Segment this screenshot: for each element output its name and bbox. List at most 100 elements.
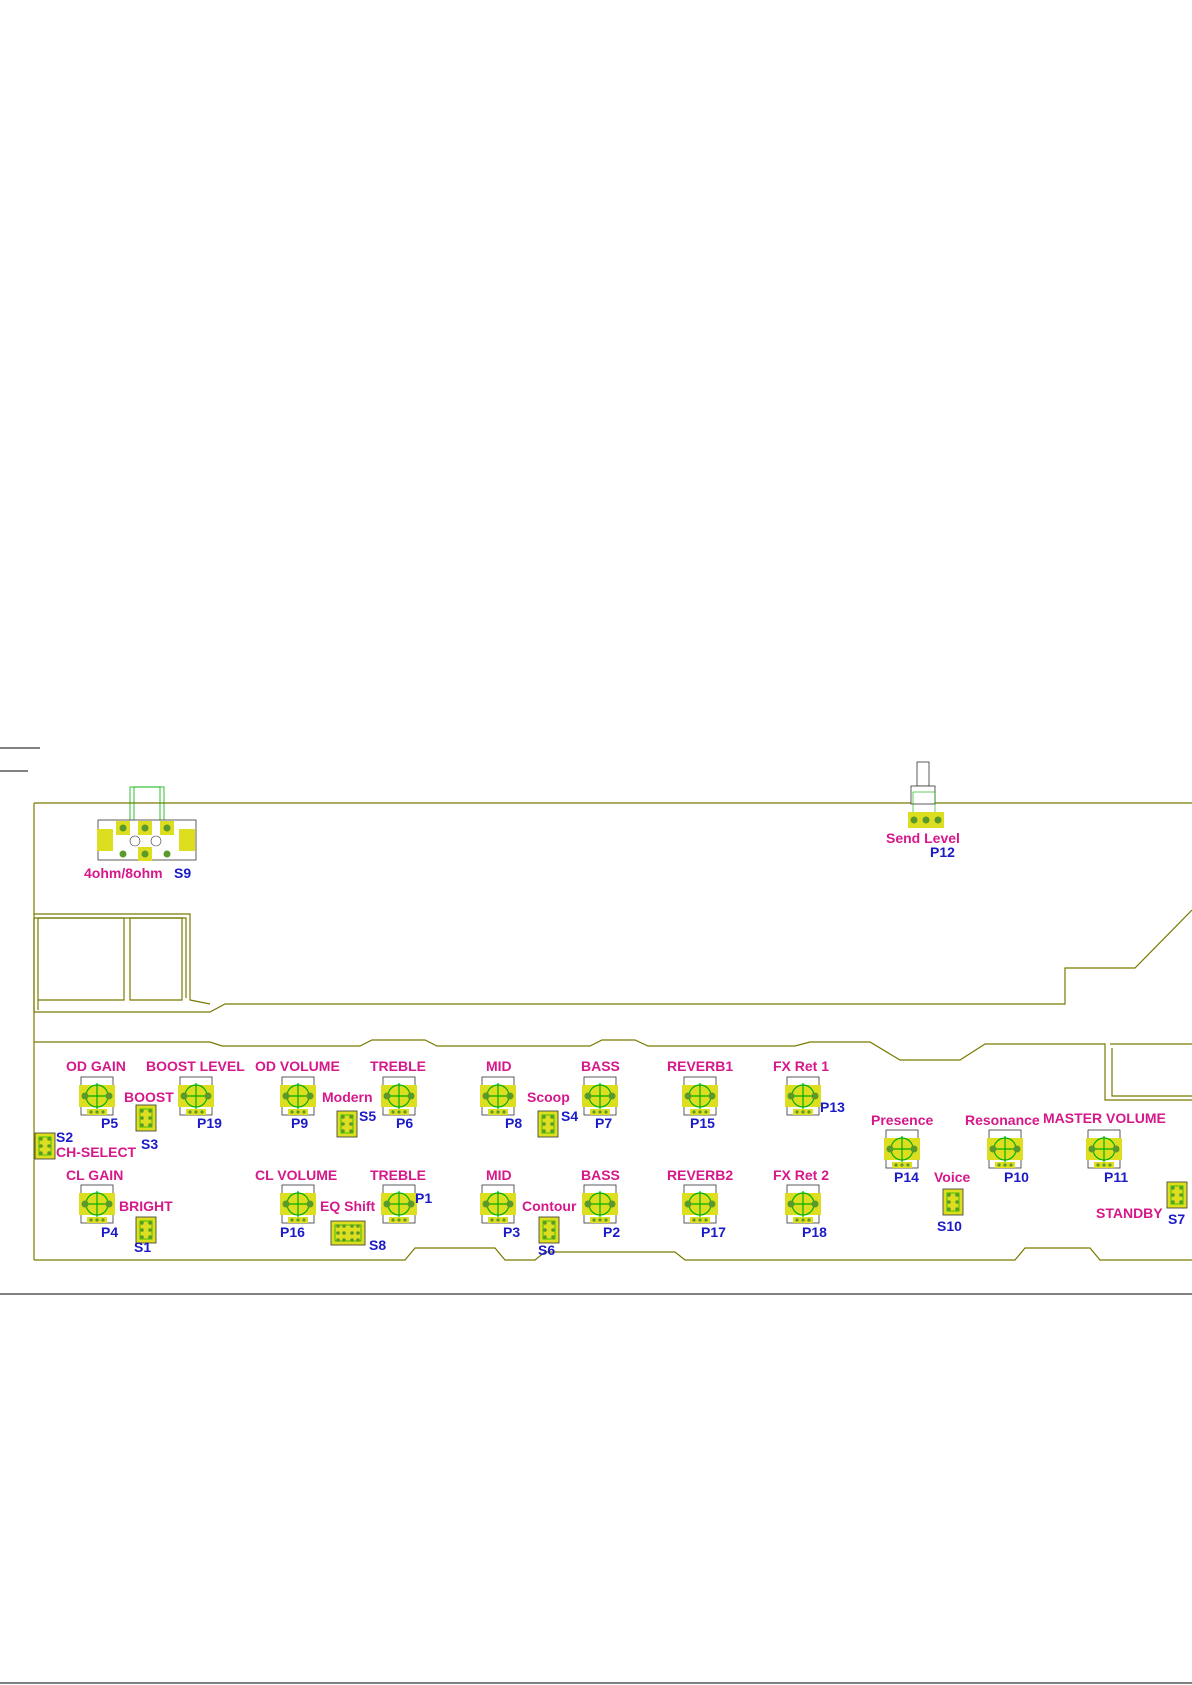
pin-hole — [342, 1231, 346, 1235]
drill-hole — [141, 850, 149, 858]
pot-p4[interactable] — [79, 1184, 115, 1224]
pot-ref-p3: P3 — [503, 1224, 520, 1240]
pot-shaft — [916, 761, 930, 787]
pin-hole — [592, 1218, 596, 1222]
pin-hole — [39, 1151, 43, 1155]
pin-hole — [997, 1163, 1001, 1167]
pot-p10[interactable] — [987, 1129, 1023, 1169]
switch-s4[interactable] — [537, 1110, 559, 1138]
pin-hole — [403, 1218, 407, 1222]
pot-label-mid-1: MID — [486, 1058, 512, 1074]
pot-p18[interactable] — [785, 1184, 821, 1224]
pot-ref-p9: P9 — [291, 1115, 308, 1131]
switch-s6[interactable] — [538, 1216, 560, 1244]
switch-s2[interactable] — [34, 1132, 56, 1160]
pot-label-boost-level: BOOST LEVEL — [146, 1058, 245, 1074]
switch-ref-s7: S7 — [1168, 1211, 1185, 1227]
pin-hole — [341, 1115, 345, 1119]
pin-hole — [341, 1122, 345, 1126]
pin-hole — [101, 1218, 105, 1222]
drill-hole — [204, 1092, 212, 1100]
switch-s1[interactable] — [135, 1216, 157, 1244]
switch-footprint — [139, 1108, 153, 1128]
pot-ref-p16: P16 — [280, 1224, 305, 1240]
switch-s5[interactable] — [336, 1110, 358, 1138]
pot-p13[interactable] — [785, 1076, 821, 1116]
pin-hole — [1009, 1163, 1013, 1167]
pot-label-treble-2: TREBLE — [370, 1167, 426, 1183]
drill-hole — [608, 1092, 616, 1100]
drill-hole — [608, 1200, 616, 1208]
drill-hole — [482, 1092, 490, 1100]
pin-hole — [604, 1110, 608, 1114]
pin-hole — [704, 1218, 708, 1222]
drill-hole — [787, 1200, 795, 1208]
pot-p19[interactable] — [178, 1076, 214, 1116]
send-level-pot[interactable]: Send Level P12 — [886, 761, 960, 860]
pin-hole — [900, 1163, 904, 1167]
switch-label-standby: STANDBY — [1096, 1205, 1163, 1221]
drill-hole — [708, 1092, 716, 1100]
switch-s3[interactable] — [135, 1104, 157, 1132]
pin-hole — [39, 1137, 43, 1141]
pot-p6[interactable] — [381, 1076, 417, 1116]
pin-hole — [1003, 1163, 1007, 1167]
pot-label-reverb2: REVERB2 — [667, 1167, 733, 1183]
pin-hole — [1179, 1186, 1183, 1190]
pin-hole — [698, 1218, 702, 1222]
pot-p17[interactable] — [682, 1184, 718, 1224]
pot-label-bass-1: BASS — [581, 1058, 620, 1074]
pin-hole — [598, 1110, 602, 1114]
drill-hole — [787, 1092, 795, 1100]
pot-p8[interactable] — [480, 1076, 516, 1116]
output-selector-switch[interactable]: 4ohm/8ohm S9 — [84, 786, 197, 881]
pin-hole — [1171, 1186, 1175, 1190]
pot-p15[interactable] — [682, 1076, 718, 1116]
pot-p11[interactable] — [1086, 1129, 1122, 1169]
pot-label-fx-ret-2: FX Ret 2 — [773, 1167, 829, 1183]
pin-hole — [350, 1224, 354, 1228]
drill-hole — [407, 1200, 415, 1208]
pot-label-reverb1: REVERB1 — [667, 1058, 733, 1074]
pin-hole — [598, 1218, 602, 1222]
pot-p16[interactable] — [280, 1184, 316, 1224]
drill-hole — [708, 1200, 716, 1208]
drill-hole — [81, 1200, 89, 1208]
output-selector-label: 4ohm/8ohm — [84, 865, 163, 881]
pin-hole — [955, 1200, 959, 1204]
pin-hole — [801, 1218, 805, 1222]
pin-hole — [692, 1110, 696, 1114]
pin-hole — [350, 1238, 354, 1242]
pot-p7[interactable] — [582, 1076, 618, 1116]
pot-p5[interactable] — [79, 1076, 115, 1116]
switch-footprint — [38, 1136, 52, 1156]
switch-s7[interactable] — [1166, 1181, 1188, 1209]
pot-p1[interactable] — [381, 1184, 417, 1224]
pin-hole — [551, 1228, 555, 1232]
switch-label-contour: Contour — [522, 1198, 577, 1214]
output-selector-ref: S9 — [174, 865, 191, 881]
pot-p14[interactable] — [884, 1129, 920, 1169]
switch-footprint — [541, 1114, 555, 1134]
pot-p9[interactable] — [280, 1076, 316, 1116]
switch-s10[interactable] — [942, 1188, 964, 1216]
switch-label-scoop: Scoop — [527, 1089, 570, 1105]
pin-hole — [403, 1110, 407, 1114]
pin-hole — [542, 1122, 546, 1126]
pot-ref-p5: P5 — [101, 1115, 118, 1131]
switch-footprint — [334, 1224, 362, 1242]
drill-hole — [584, 1092, 592, 1100]
pin-hole — [496, 1110, 500, 1114]
switch-ref-s8: S8 — [369, 1237, 386, 1253]
pin-hole — [490, 1110, 494, 1114]
drill-hole — [383, 1092, 391, 1100]
switch-ref-s10: S10 — [937, 1218, 962, 1234]
pin-hole — [47, 1137, 51, 1141]
pin-hole — [551, 1235, 555, 1239]
switch-footprint — [139, 1220, 153, 1240]
pot-p3[interactable] — [480, 1184, 516, 1224]
drill-hole — [1112, 1145, 1120, 1153]
pot-p2[interactable] — [582, 1184, 618, 1224]
switch-s8[interactable] — [330, 1220, 366, 1246]
pin-hole — [807, 1218, 811, 1222]
